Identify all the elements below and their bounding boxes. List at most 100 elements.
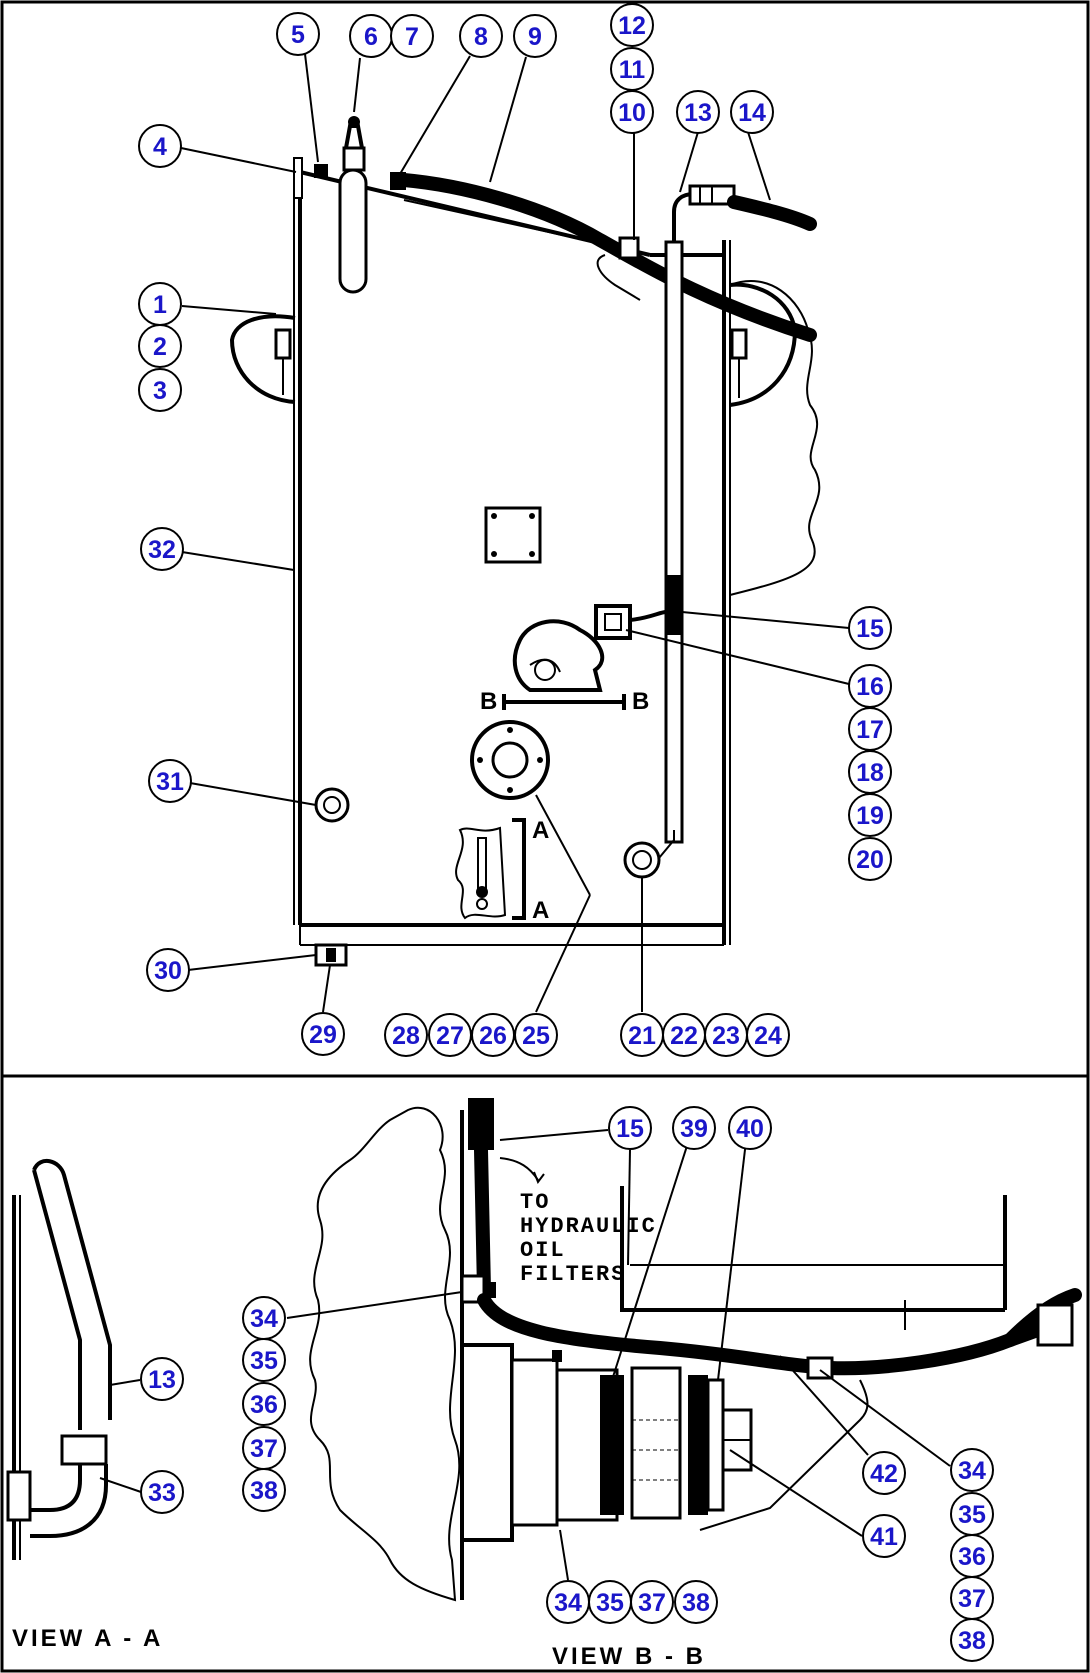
view-bb-callout-40[interactable]: 40 bbox=[728, 1106, 772, 1150]
callout-19[interactable]: 19 bbox=[848, 793, 892, 837]
callout-9[interactable]: 9 bbox=[513, 14, 557, 58]
callout-14[interactable]: 14 bbox=[730, 90, 774, 134]
callout-12[interactable]: 12 bbox=[610, 3, 654, 47]
callout-29-bubble[interactable] bbox=[301, 1012, 345, 1056]
callout-6[interactable]: 6 bbox=[349, 14, 393, 58]
callout-10[interactable]: 10 bbox=[610, 90, 654, 134]
callout-29[interactable]: 29 bbox=[301, 1012, 345, 1056]
view-bb-callout-right-35[interactable]: 35 bbox=[950, 1492, 994, 1536]
callout-24[interactable]: 24 bbox=[746, 1013, 790, 1057]
view-bb-callout-15[interactable]: 15 bbox=[608, 1106, 652, 1150]
view-aa-drawing bbox=[6, 1159, 142, 1560]
view-bb-callout-left-36[interactable]: 36 bbox=[242, 1382, 286, 1426]
view-bb-callout-41-bubble[interactable] bbox=[862, 1514, 906, 1558]
callout-3[interactable]: 3 bbox=[138, 368, 182, 412]
callout-17-number: 17 bbox=[856, 716, 884, 744]
view-aa-callout-33[interactable]: 33 bbox=[140, 1470, 184, 1514]
callout-1[interactable]: 1 bbox=[138, 282, 182, 326]
view-bb-callout-39-bubble[interactable] bbox=[672, 1106, 716, 1150]
callout-28[interactable]: 28 bbox=[384, 1013, 428, 1057]
view-bb-callout-bottom-38-bubble[interactable] bbox=[674, 1580, 718, 1624]
view-bb-callout-left-35[interactable]: 35 bbox=[242, 1338, 286, 1382]
callout-17[interactable]: 17 bbox=[848, 707, 892, 751]
callout-16[interactable]: 16 bbox=[848, 664, 892, 708]
view-bb-callout-bottom-35[interactable]: 35 bbox=[588, 1580, 632, 1624]
callout-7[interactable]: 7 bbox=[390, 14, 434, 58]
callout-26[interactable]: 26 bbox=[471, 1013, 515, 1057]
callout-8[interactable]: 8 bbox=[459, 14, 503, 58]
view-bb-callout-right-36-number: 36 bbox=[958, 1543, 986, 1571]
callout-20-bubble[interactable] bbox=[848, 837, 892, 881]
callout-31[interactable]: 31 bbox=[148, 759, 192, 803]
callout-4-bubble[interactable] bbox=[138, 124, 182, 168]
callout-21[interactable]: 21 bbox=[620, 1013, 664, 1057]
view-bb-callout-39[interactable]: 39 bbox=[672, 1106, 716, 1150]
view-bb-callout-right-36[interactable]: 36 bbox=[950, 1534, 994, 1578]
view-bb-callout-41[interactable]: 41 bbox=[862, 1514, 906, 1558]
view-bb-callout-right-34[interactable]: 34 bbox=[950, 1448, 994, 1492]
view-bb-callout-bottom-37-bubble[interactable] bbox=[630, 1580, 674, 1624]
view-bb-callout-left-36-bubble[interactable] bbox=[242, 1382, 286, 1426]
callout-4[interactable]: 4 bbox=[138, 124, 182, 168]
section-mark-b-left: B bbox=[480, 688, 500, 715]
view-aa-callout-13-bubble[interactable] bbox=[140, 1357, 184, 1401]
callout-3-bubble[interactable] bbox=[138, 368, 182, 412]
callout-15[interactable]: 15 bbox=[848, 606, 892, 650]
callout-18[interactable]: 18 bbox=[848, 750, 892, 794]
callout-24-bubble[interactable] bbox=[746, 1013, 790, 1057]
callout-10-bubble[interactable] bbox=[610, 90, 654, 134]
view-bb-callout-right-38[interactable]: 38 bbox=[950, 1618, 994, 1662]
view-bb-callout-15-number: 15 bbox=[616, 1115, 644, 1143]
view-bb-callout-right-34-bubble[interactable] bbox=[950, 1448, 994, 1492]
view-aa-callout-33-number: 33 bbox=[148, 1479, 176, 1507]
view-bb-callout-42-number: 42 bbox=[870, 1460, 898, 1488]
callout-30[interactable]: 30 bbox=[146, 948, 190, 992]
view-bb-callout-left-38-bubble[interactable] bbox=[242, 1468, 286, 1512]
view-bb-callout-left-38[interactable]: 38 bbox=[242, 1468, 286, 1512]
callout-25-number: 25 bbox=[522, 1022, 550, 1050]
view-bb-callout-42-bubble[interactable] bbox=[862, 1451, 906, 1495]
section-b-b: B B bbox=[480, 688, 649, 715]
view-bb-callout-left-35-bubble[interactable] bbox=[242, 1338, 286, 1382]
callout-7-bubble[interactable] bbox=[390, 14, 434, 58]
callout-32[interactable]: 32 bbox=[140, 527, 184, 571]
callout-32-bubble[interactable] bbox=[140, 527, 184, 571]
view-aa-callout-13[interactable]: 13 bbox=[140, 1357, 184, 1401]
callout-5-bubble[interactable] bbox=[276, 12, 320, 56]
callout-19-bubble[interactable] bbox=[848, 793, 892, 837]
view-bb-callout-right-38-bubble[interactable] bbox=[950, 1618, 994, 1662]
callout-20[interactable]: 20 bbox=[848, 837, 892, 881]
callout-15-bubble[interactable] bbox=[848, 606, 892, 650]
callout-11[interactable]: 11 bbox=[610, 47, 654, 91]
callout-25[interactable]: 25 bbox=[514, 1013, 558, 1057]
view-bb-callout-right-37[interactable]: 37 bbox=[950, 1576, 994, 1620]
callout-13[interactable]: 13 bbox=[676, 90, 720, 134]
callout-2[interactable]: 2 bbox=[138, 324, 182, 368]
view-bb-callout-40-bubble[interactable] bbox=[728, 1106, 772, 1150]
section-a-a: A A bbox=[455, 817, 549, 924]
left-mount-bracket bbox=[229, 314, 296, 404]
view-aa-callout-33-bubble[interactable] bbox=[140, 1470, 184, 1514]
view-bb-note-line-2: HYDRAULIC bbox=[520, 1214, 657, 1239]
callout-28-bubble[interactable] bbox=[384, 1013, 428, 1057]
view-bb-callout-left-34[interactable]: 34 bbox=[242, 1296, 286, 1340]
callout-5[interactable]: 5 bbox=[276, 12, 320, 56]
callout-22[interactable]: 22 bbox=[662, 1013, 706, 1057]
callout-25-bubble[interactable] bbox=[514, 1013, 558, 1057]
view-bb-callout-left-37[interactable]: 37 bbox=[242, 1426, 286, 1470]
view-bb-callout-bottom-38[interactable]: 38 bbox=[674, 1580, 718, 1624]
callout-8-bubble[interactable] bbox=[459, 14, 503, 58]
view-bb-callout-15-bubble[interactable] bbox=[608, 1106, 652, 1150]
callout-2-bubble[interactable] bbox=[138, 324, 182, 368]
callout-12-bubble[interactable] bbox=[610, 3, 654, 47]
view-bb-callout-42[interactable]: 42 bbox=[862, 1451, 906, 1495]
callout-31-bubble[interactable] bbox=[148, 759, 192, 803]
view-bb-callout-bottom-37[interactable]: 37 bbox=[630, 1580, 674, 1624]
callout-13-bubble[interactable] bbox=[676, 90, 720, 134]
callout-23[interactable]: 23 bbox=[704, 1013, 748, 1057]
view-bb-callout-bottom-34[interactable]: 34 bbox=[546, 1580, 590, 1624]
callout-30-bubble[interactable] bbox=[146, 948, 190, 992]
callout-27[interactable]: 27 bbox=[428, 1013, 472, 1057]
callout-14-bubble[interactable] bbox=[730, 90, 774, 134]
callout-9-bubble[interactable] bbox=[513, 14, 557, 58]
